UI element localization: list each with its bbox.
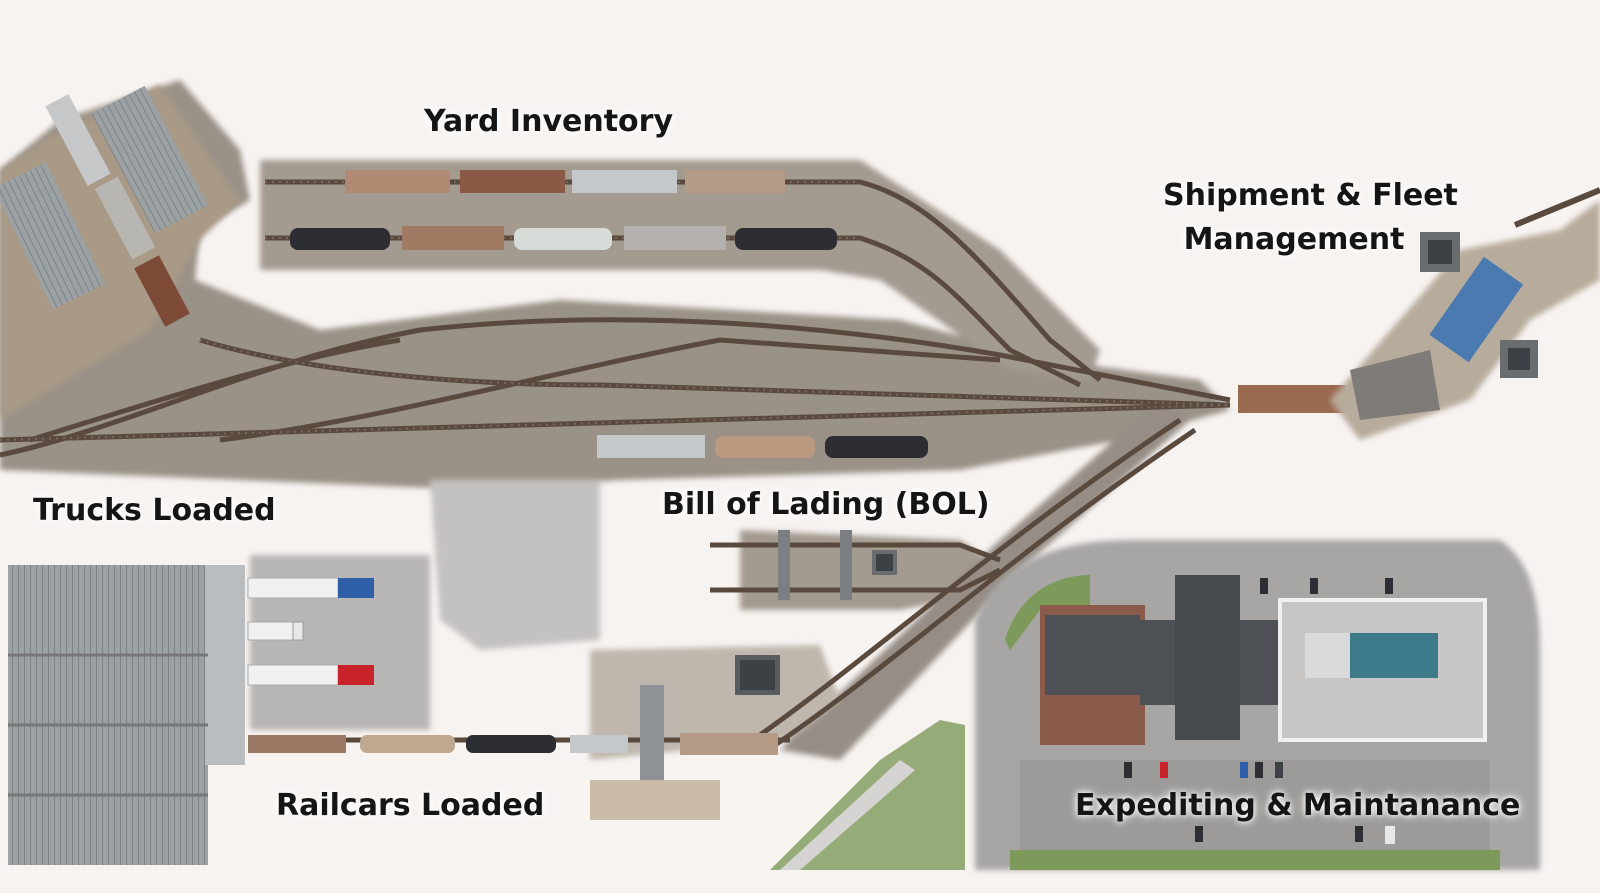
loaded-railcars — [248, 655, 780, 820]
access-road — [770, 720, 965, 870]
yard-tracks — [0, 179, 1231, 748]
label-railcars-loaded: Railcars Loaded — [276, 788, 545, 823]
parked-cars — [1124, 578, 1395, 844]
shipment-fleet-facility — [1330, 187, 1600, 440]
label-trucks-loaded: Trucks Loaded — [33, 493, 276, 528]
label-shipment-fleet-line2: Management — [1183, 221, 1405, 257]
bol-scale-house — [778, 530, 897, 600]
office-campus — [975, 540, 1540, 870]
label-expediting-maintenance: Expediting & Maintanance — [1075, 788, 1521, 823]
yard-inventory-railcars — [290, 170, 837, 250]
label-yard-inventory: Yard Inventory — [424, 104, 674, 139]
main-line-railcars — [597, 385, 1346, 458]
label-shipment-fleet-management: Shipment & Fleet Management — [1163, 174, 1458, 261]
trucks-warehouse — [8, 565, 245, 865]
label-shipment-fleet-line1: Shipment & Fleet — [1163, 178, 1458, 213]
loaded-trucks — [247, 577, 374, 686]
top-left-warehouses — [0, 85, 240, 420]
label-bill-of-lading: Bill of Lading (BOL) — [662, 487, 990, 522]
